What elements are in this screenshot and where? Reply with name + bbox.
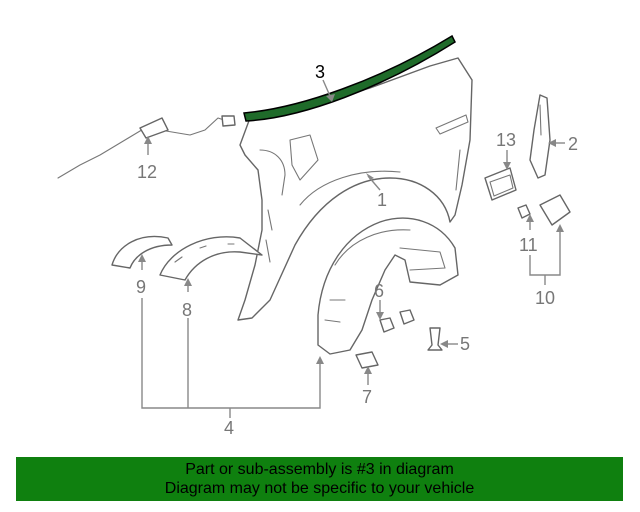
banner-line-2: Diagram may not be specific to your vehi… — [164, 480, 475, 497]
liner-piece-9 — [111, 235, 173, 269]
callout-5: 5 — [460, 334, 470, 354]
callout-3: 3 — [315, 62, 325, 82]
callouts: 3 1 2 13 12 11 10 6 5 7 9 8 4 — [136, 62, 578, 438]
brace-part — [529, 94, 551, 179]
callout-9: 9 — [136, 277, 146, 297]
info-banner: Part or sub-assembly is #3 in diagram Di… — [16, 457, 623, 501]
fuel-door-part — [539, 194, 571, 226]
callout-7: 7 — [362, 387, 372, 407]
molding-strip-highlighted — [243, 34, 456, 122]
parts-diagram: 3 1 2 13 12 11 10 6 5 7 9 8 4 — [57, 34, 578, 438]
fender-part — [237, 57, 473, 321]
bumper-part-11 — [517, 204, 531, 219]
callout-1: 1 — [377, 190, 387, 210]
callout-13: 13 — [496, 130, 516, 150]
callout-11: 11 — [519, 235, 538, 255]
wheel-liner-part — [317, 217, 459, 355]
banner-line-1: Part or sub-assembly is #3 in diagram — [185, 461, 454, 478]
callout-2: 2 — [568, 134, 578, 154]
callout-12: 12 — [137, 162, 157, 182]
retainer-part-5 — [427, 327, 443, 351]
liner-piece-8 — [159, 236, 263, 281]
clip-part-6b — [399, 309, 415, 325]
clip-part-6a — [379, 317, 395, 333]
clip-part-7 — [355, 351, 379, 369]
callout-8: 8 — [182, 300, 192, 320]
leader-lines — [138, 79, 565, 418]
callout-10: 10 — [535, 288, 555, 308]
callout-6: 6 — [374, 281, 384, 301]
fuel-door-housing-part — [484, 167, 517, 201]
callout-4: 4 — [224, 418, 234, 438]
